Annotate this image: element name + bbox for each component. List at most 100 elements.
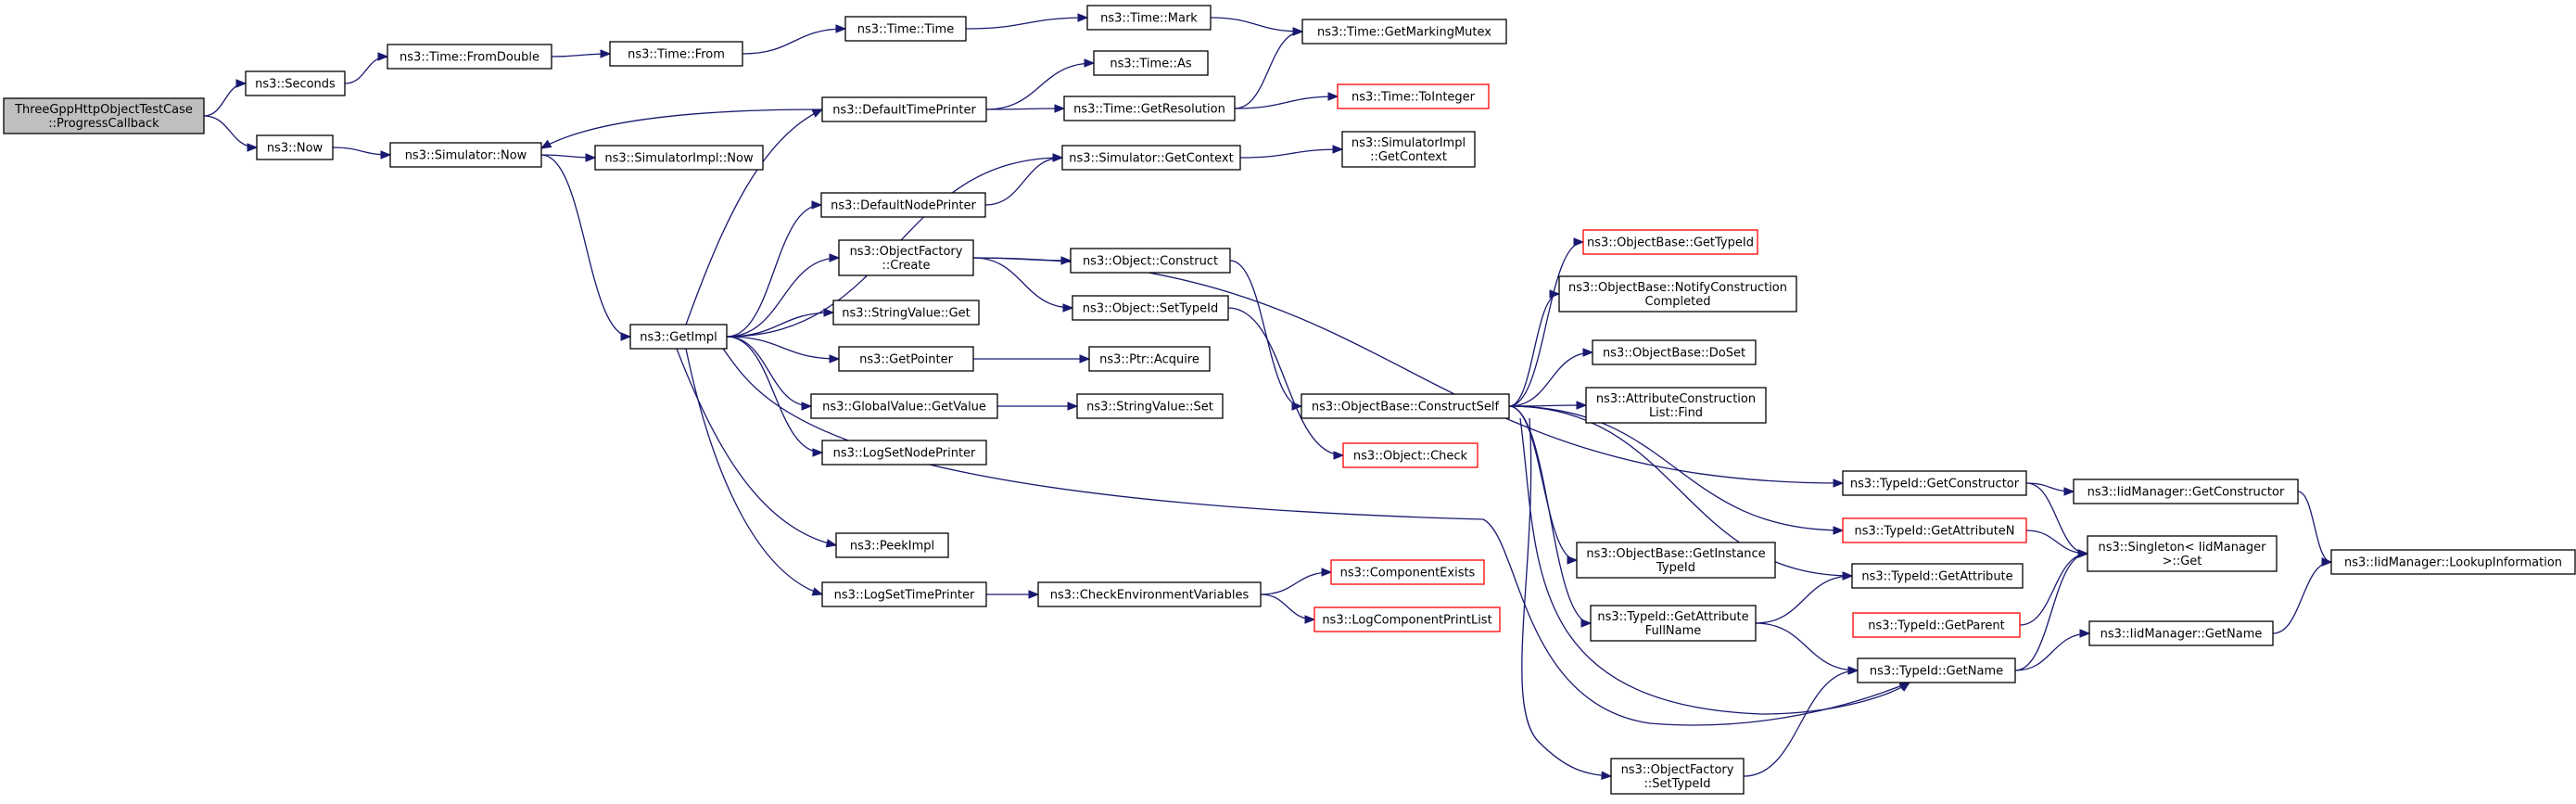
node-componentexists[interactable]: ns3::ComponentExists (1330, 559, 1485, 585)
node-label: ns3::Time::Time (857, 23, 954, 37)
node-mark[interactable]: ns3::Time::Mark (1086, 5, 1212, 31)
node-objfactorycreate[interactable]: ns3::ObjectFactory::Create (838, 239, 974, 276)
node-logsetnodeprinter[interactable]: ns3::LogSetNodePrinter (821, 440, 987, 466)
node-iidgetconstructor[interactable]: ns3::IidManager::GetConstructor (2073, 479, 2299, 504)
node-objsettypeid[interactable]: ns3::Object::SetTypeId (1072, 295, 1229, 321)
node-fromdouble[interactable]: ns3::Time::FromDouble (387, 44, 552, 70)
arrowhead-icon (1576, 401, 1588, 410)
node-defaulttimeprinter[interactable]: ns3::DefaultTimePrinter (821, 96, 987, 122)
node-now[interactable]: ns3::Now (256, 134, 334, 160)
edge-line (726, 204, 822, 338)
node-label: ns3::LogSetTimePrinter (834, 589, 975, 603)
node-objbasegettypeid[interactable]: ns3::ObjectBase::GetTypeId (1582, 229, 1758, 255)
arrowhead-icon (247, 143, 259, 152)
node-doset[interactable]: ns3::ObjectBase::DoSet (1592, 339, 1757, 365)
edge-line (676, 348, 837, 546)
node-label: ns3::PeekImpl (850, 540, 934, 554)
edge-line (1227, 307, 1344, 456)
node-typeidgetname[interactable]: ns3::TypeId::GetName (1857, 657, 2016, 683)
arrowhead-icon (1062, 303, 1074, 313)
node-logsettimeprinter[interactable]: ns3::LogSetTimePrinter (821, 581, 987, 607)
node-globalvalueget[interactable]: ns3::GlobalValue::GetValue (810, 393, 998, 419)
arrowhead-icon (1084, 58, 1096, 68)
node-label: ::GetContext (1370, 150, 1447, 164)
node-simimplgetcontext[interactable]: ns3::SimulatorImpl::GetContext (1341, 131, 1476, 168)
node-singletonget[interactable]: ns3::Singleton< IidManager>::Get (2087, 535, 2278, 572)
edge-line (1260, 593, 1315, 620)
node-getresolution[interactable]: ns3::Time::GetResolution (1063, 96, 1236, 121)
node-as[interactable]: ns3::Time::As (1093, 50, 1209, 76)
call-edge-logsettimeprinter-to-checkenv (986, 590, 1040, 599)
call-edge-getimpl-to-logsettimeprinter (685, 348, 824, 596)
call-edge-typeidgetname-to-iidgetname (2014, 629, 2091, 671)
node-box (1610, 758, 1745, 795)
node-label: ns3::TypeId::GetAttributeN (1854, 525, 2014, 539)
node-label: ns3::Now (267, 142, 324, 156)
edge-line (344, 56, 388, 84)
node-from[interactable]: ns3::Time::From (609, 41, 743, 67)
edge-line (972, 257, 1073, 309)
node-label: ns3::ComponentExists (1340, 567, 1476, 581)
edge-line (1755, 575, 1853, 624)
node-label: ns3::Time::From (628, 48, 725, 62)
node-notifyconstruction[interactable]: ns3::ObjectBase::NotifyConstructionCompl… (1558, 275, 1797, 313)
node-simimplnow[interactable]: ns3::SimulatorImpl::Now (594, 145, 764, 171)
arrowhead-icon (811, 587, 824, 596)
arrowhead-icon (811, 108, 824, 118)
node-box (1093, 50, 1209, 76)
node-defaultnodeprinter[interactable]: ns3::DefaultNodePrinter (820, 192, 986, 218)
node-ptracquire[interactable]: ns3::Ptr::Acquire (1088, 346, 1211, 372)
node-logcomponentprintlist[interactable]: ns3::LogComponentPrintList (1313, 606, 1501, 632)
node-iidgetname[interactable]: ns3::IidManager::GetName (2088, 620, 2274, 646)
node-box (2073, 479, 2299, 504)
node-getattributen[interactable]: ns3::TypeId::GetAttributeN (1842, 517, 2027, 543)
node-lookupinformation[interactable]: ns3::IidManager::LookupInformation (2330, 549, 2576, 575)
node-objcheck[interactable]: ns3::Object::Check (1342, 442, 1478, 468)
arrowhead-icon (380, 150, 392, 160)
call-edge-timetime-to-mark (965, 13, 1089, 30)
edge-line (1234, 96, 1339, 109)
node-getimpl[interactable]: ns3::GetImpl (629, 324, 728, 350)
node-label: >::Get (2163, 555, 2202, 568)
node-peekimpl[interactable]: ns3::PeekImpl (835, 532, 949, 558)
node-label: ThreeGppHttpObjectTestCase (14, 103, 193, 117)
edge-line (1234, 31, 1303, 109)
node-label: ns3::GetImpl (640, 331, 717, 345)
node-timetime[interactable]: ns3::Time::Time (844, 16, 967, 42)
node-getparent[interactable]: ns3::TypeId::GetParent (1852, 612, 2021, 638)
node-seconds[interactable]: ns3::Seconds (245, 70, 346, 96)
node-constructself[interactable]: ns3::ObjectBase::ConstructSelf (1301, 393, 1510, 419)
node-simnow[interactable]: ns3::Simulator::Now (389, 142, 542, 168)
node-label: ns3::Ptr::Acquire (1099, 353, 1199, 367)
node-markingmutex[interactable]: ns3::Time::GetMarkingMutex (1301, 19, 1507, 45)
node-root[interactable]: ThreeGppHttpObjectTestCase::ProgressCall… (3, 97, 205, 134)
call-edge-getimpl-to-objfactorycreate (726, 253, 841, 338)
arrowhead-icon (1079, 354, 1091, 364)
node-tointeger[interactable]: ns3::Time::ToInteger (1337, 83, 1490, 109)
node-objconstruct[interactable]: ns3::Object::Construct (1070, 248, 1231, 274)
call-edge-simgetcontext-to-simimplgetcontext (1239, 145, 1344, 159)
node-simgetcontext[interactable]: ns3::Simulator::GetContext (1061, 145, 1241, 171)
call-edge-seconds-to-fromdouble (344, 52, 389, 84)
node-label: ns3::IidManager::GetConstructor (2087, 486, 2285, 500)
node-getattribute[interactable]: ns3::TypeId::GetAttribute (1851, 563, 2024, 589)
node-stringvalueget[interactable]: ns3::StringValue::Get (832, 300, 980, 325)
node-box (820, 192, 986, 218)
node-label: ns3::GlobalValue::GetValue (822, 401, 986, 415)
node-box (821, 96, 987, 122)
node-getconstructor[interactable]: ns3::TypeId::GetConstructor (1842, 470, 2027, 496)
node-label: ns3::LogComponentPrintList (1322, 614, 1491, 628)
edge-line (1508, 293, 1560, 407)
arrowhead-icon (1847, 666, 1859, 675)
node-stringvalueset[interactable]: ns3::StringValue::Set (1076, 393, 1224, 419)
node-getpointer[interactable]: ns3::GetPointer (838, 346, 974, 372)
node-label: ns3::TypeId::GetConstructor (1850, 478, 2020, 491)
edge-line (540, 154, 631, 338)
node-objfactorysettypeid[interactable]: ns3::ObjectFactory::SetTypeId (1610, 758, 1745, 795)
call-edge-getparent-to-singletonget (2019, 549, 2089, 626)
node-checkenv[interactable]: ns3::CheckEnvironmentVariables (1037, 581, 1262, 607)
arrowhead-icon (829, 354, 841, 364)
